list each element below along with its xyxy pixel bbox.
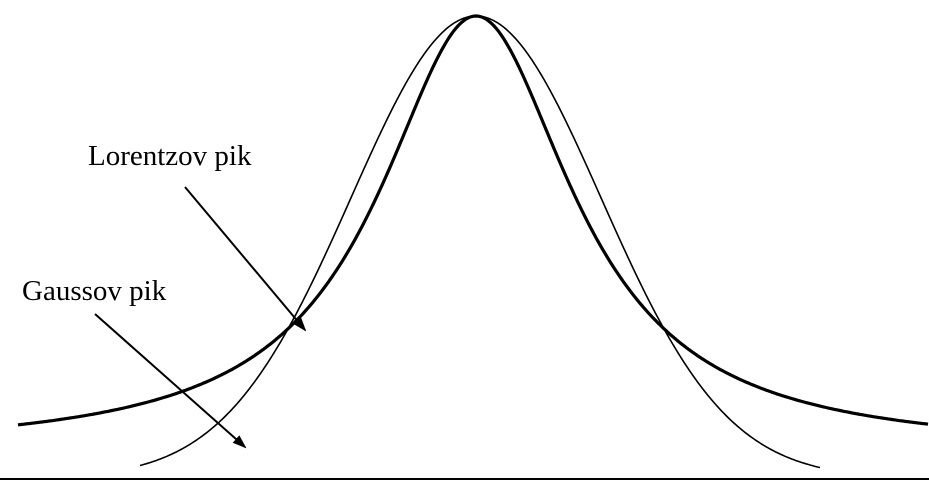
gauss-pointer-arrow xyxy=(94,313,247,449)
lorentz-peak-label: Lorentzov pik xyxy=(88,140,252,172)
lorentz-pointer-arrow xyxy=(184,186,307,332)
gaussian-peak-curve xyxy=(139,15,821,469)
gauss-peak-label: Gaussov pik xyxy=(22,275,167,307)
lorentzian-peak-curve xyxy=(17,14,929,427)
